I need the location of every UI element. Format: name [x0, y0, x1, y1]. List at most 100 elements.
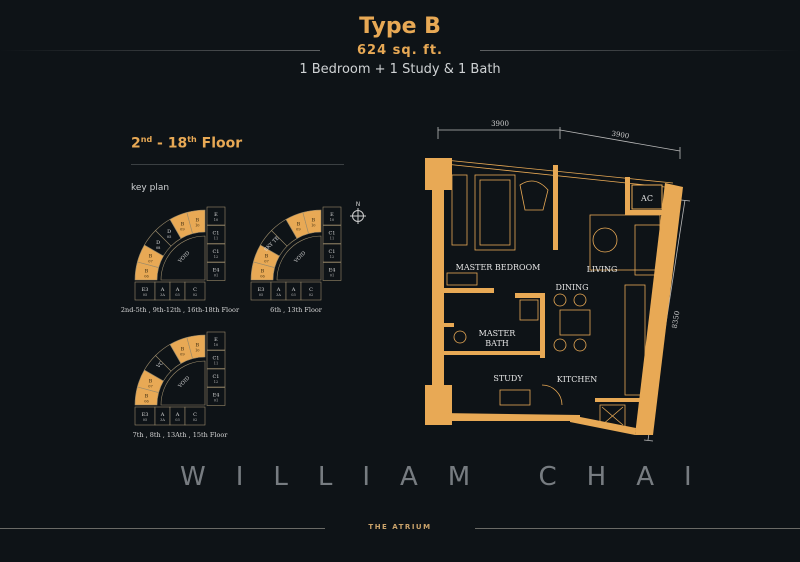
key-plan-unit-label: B: [297, 221, 301, 227]
floor-plan: 3900 3900 8350 AC M: [425, 120, 691, 442]
key-plan-unit-number: 07: [148, 259, 152, 263]
key-plan-unit-label: B: [261, 268, 265, 274]
key-plan-cell-number: 01: [214, 399, 218, 403]
key-plan-unit-number: 09: [180, 352, 184, 356]
key-plan-unit-label: B: [181, 221, 185, 227]
unit-type-title: Type B: [359, 14, 441, 39]
key-plan-unit-number: 05: [167, 235, 171, 239]
key-plan-unit-label: B: [311, 218, 315, 224]
compass-icon: N: [350, 201, 366, 224]
key-plan-unit-number: 09: [296, 227, 300, 231]
header-divider-left: [0, 50, 320, 51]
key-plan-cell: [206, 243, 226, 263]
key-plan-cell-label: A: [160, 287, 165, 293]
key-plan-cell-number: 02: [309, 293, 313, 297]
key-plan-unit-number: 07: [264, 259, 268, 263]
key-plan-cell-label: E: [330, 212, 334, 218]
key-plan-cell-label: E4: [329, 268, 336, 274]
watermark: WILLIAM CHAI: [180, 462, 722, 492]
floor-suffix: Floor: [196, 135, 243, 152]
key-plan-cell: [206, 331, 226, 351]
floor-divider: [131, 164, 344, 165]
key-plan-cell-number: 05: [259, 293, 263, 297]
unit-rooms: 1 Bedroom + 1 Study & 1 Bath: [299, 62, 501, 77]
key-plan-cell-number: 11: [214, 237, 218, 241]
key-plan-unit-number: 10: [311, 224, 315, 228]
floor-to: 18: [167, 135, 188, 152]
key-plan-cell-label: E3: [258, 287, 265, 293]
key-plan-cell-number: 01: [330, 274, 334, 278]
key-plan-unit-number: 10: [195, 349, 199, 353]
room-label-master-bedroom: MASTER BEDROOM: [456, 263, 541, 272]
key-plan-unit-label: B: [149, 378, 153, 384]
floor-from-sup: nd: [140, 135, 153, 144]
key-plan-cell-number: 03: [291, 293, 295, 297]
key-plan-unit-number: 10: [195, 224, 199, 228]
dim-right: 8350: [671, 310, 682, 329]
key-plan-cell-label: C1: [212, 231, 219, 237]
key-plan-unit: [302, 209, 322, 235]
room-label-kitchen: KITCHEN: [557, 375, 597, 384]
key-plan-cell: [206, 387, 226, 406]
key-plan-unit-label: B: [195, 218, 199, 224]
floor-range: 2nd - 18th Floor: [131, 135, 242, 152]
key-plan-cell: [184, 281, 206, 301]
floor-sep: -: [152, 135, 168, 152]
room-label-dining: DINING: [555, 283, 588, 292]
key-plan-cell-number: 10: [214, 218, 218, 222]
key-plan-unit-label: B: [195, 343, 199, 349]
key-plan-cell-label: C: [193, 287, 197, 293]
key-plan-cell-number: 03: [175, 418, 179, 422]
key-plan-unit-label: B: [145, 268, 149, 274]
key-plan-cell-number: 10: [214, 343, 218, 347]
key-plan-cell: [206, 368, 226, 388]
key-plan-void: [160, 360, 206, 406]
key-plan-cell-number: 12: [214, 380, 218, 384]
key-plan-cell-number: 12: [330, 255, 334, 259]
key-plan-cell-label: A: [175, 412, 180, 418]
key-plan-void-label: VOID: [177, 250, 192, 265]
key-plan-cell: [300, 281, 322, 301]
key-plan-unit-number: 06: [144, 399, 148, 403]
key-plan-cell-label: C1: [212, 374, 219, 380]
dim-top-left: 3900: [491, 120, 509, 128]
key-plan-cell-label: E: [214, 212, 218, 218]
key-plan-unit-label: B: [181, 346, 185, 352]
key-plan-cell-number: 3A: [160, 293, 165, 297]
dim-top-right: 3900: [611, 130, 630, 141]
key-plan-cell-number: 10: [330, 218, 334, 222]
key-plan-1: B06B07D08D05B09B10VOIDE10C111C112E401E30…: [134, 206, 226, 301]
key-plan-unit-number: 08: [156, 246, 160, 250]
footer-line-left: [0, 528, 325, 529]
footer-brand: THE ATRIUM: [368, 523, 432, 531]
key-plan-unit-number: 07: [148, 384, 152, 388]
key-plan-cell-number: 11: [214, 362, 218, 366]
key-plan-unit: [186, 334, 206, 360]
ac-ledge: [631, 184, 663, 210]
key-plan-void: [160, 235, 206, 281]
key-plan-cell-label: C: [309, 287, 313, 293]
footer-line-right: [475, 528, 800, 529]
key-plan-cell-number: 11: [330, 237, 334, 241]
room-label-master-bath-2: BATH: [485, 339, 509, 348]
key-plan-cell: [206, 225, 226, 244]
key-plan-unit-number: 06: [144, 274, 148, 278]
key-plan-unit-label: D: [167, 229, 171, 235]
key-plan-cell-label: A: [160, 412, 165, 418]
key-plan-unit-label: D: [156, 240, 160, 246]
floor-to-sup: th: [187, 135, 197, 144]
key-plan-unit: [186, 209, 206, 235]
key-plan-unit-number: 06: [260, 274, 264, 278]
key-plan-cell-number: 05: [143, 418, 147, 422]
key-plan-cell-label: C1: [328, 231, 335, 237]
key-plan-unit-label: B: [265, 253, 269, 259]
key-plan-1-caption: 2nd-5th , 9th-12th , 16th-18th Floor: [120, 306, 240, 314]
room-label-ac: AC: [640, 194, 653, 203]
key-plan-cell-number: 3A: [276, 293, 281, 297]
key-plan-cell-number: 02: [193, 293, 197, 297]
key-plan-cell-number: 01: [214, 274, 218, 278]
key-plan-cell: [184, 406, 206, 426]
floor-from: 2: [131, 135, 141, 152]
key-plan-void-label: VOID: [293, 250, 308, 265]
key-plan-cell-label: E3: [142, 412, 149, 418]
